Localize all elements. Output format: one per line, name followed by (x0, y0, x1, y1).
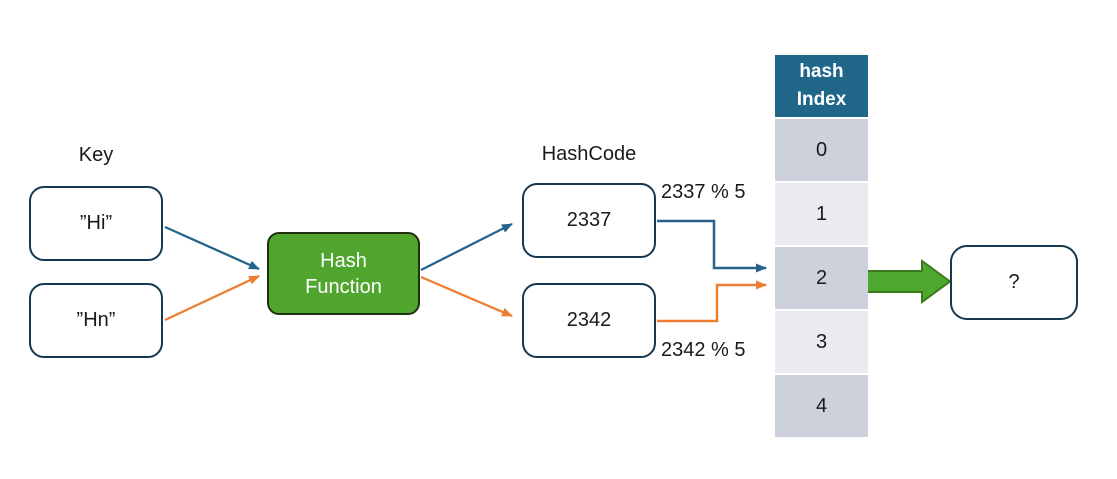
key-box-hn-label: ”Hn” (76, 309, 116, 331)
table-row-index-2: 2 (775, 247, 868, 309)
key-box-hi-label: ”Hi” (79, 212, 113, 234)
table-row-index-4: 4 (775, 375, 868, 437)
key-box-hn: ”Hn” (29, 283, 163, 358)
arrow-hn-to-hashfn (164, 274, 260, 322)
hashcode-box-2337: 2337 (522, 183, 656, 258)
table-row-1-value: 1 (815, 202, 828, 225)
arrow-hashfn-to-2342 (420, 275, 513, 318)
table-row-index-0: 0 (775, 119, 868, 181)
result-box: ? (950, 245, 1078, 320)
key-section-label: Key (78, 144, 114, 166)
elbow-arrow-2337-to-index2 (657, 219, 767, 273)
result-box-label: ? (1008, 271, 1020, 293)
hashcode-box-2337-value: 2337 (566, 209, 612, 231)
table-row-4-value: 4 (815, 394, 828, 417)
mod-expression-2337: 2337 % 5 (661, 181, 746, 203)
table-row-0-value: 0 (815, 138, 828, 161)
table-row-3-value: 3 (815, 330, 828, 353)
table-row-index-1: 1 (775, 183, 868, 245)
hashcode-box-2342-value: 2342 (566, 309, 612, 331)
hash-index-table: hash Index 0 1 2 3 4 (775, 55, 868, 437)
hash-index-header-line1: hash (799, 61, 844, 83)
hashcode-box-2342: 2342 (522, 283, 656, 358)
elbow-arrow-2342-to-index2 (657, 280, 767, 323)
hash-function-label-line2: Function (305, 275, 382, 298)
table-row-2-value: 2 (815, 266, 828, 289)
table-row-index-3: 3 (775, 311, 868, 373)
hash-function-box: Hash Function (267, 232, 420, 315)
hash-index-table-header: hash Index (775, 55, 868, 117)
key-box-hi: ”Hi” (29, 186, 163, 261)
arrow-hashfn-to-2337 (420, 222, 513, 272)
hashcode-section-label: HashCode (541, 143, 637, 165)
hash-index-header-line2: Index (796, 89, 847, 110)
hash-function-label-line1: Hash (320, 249, 367, 272)
arrow-hi-to-hashfn (164, 225, 260, 271)
mod-expression-2342: 2342 % 5 (661, 339, 746, 361)
